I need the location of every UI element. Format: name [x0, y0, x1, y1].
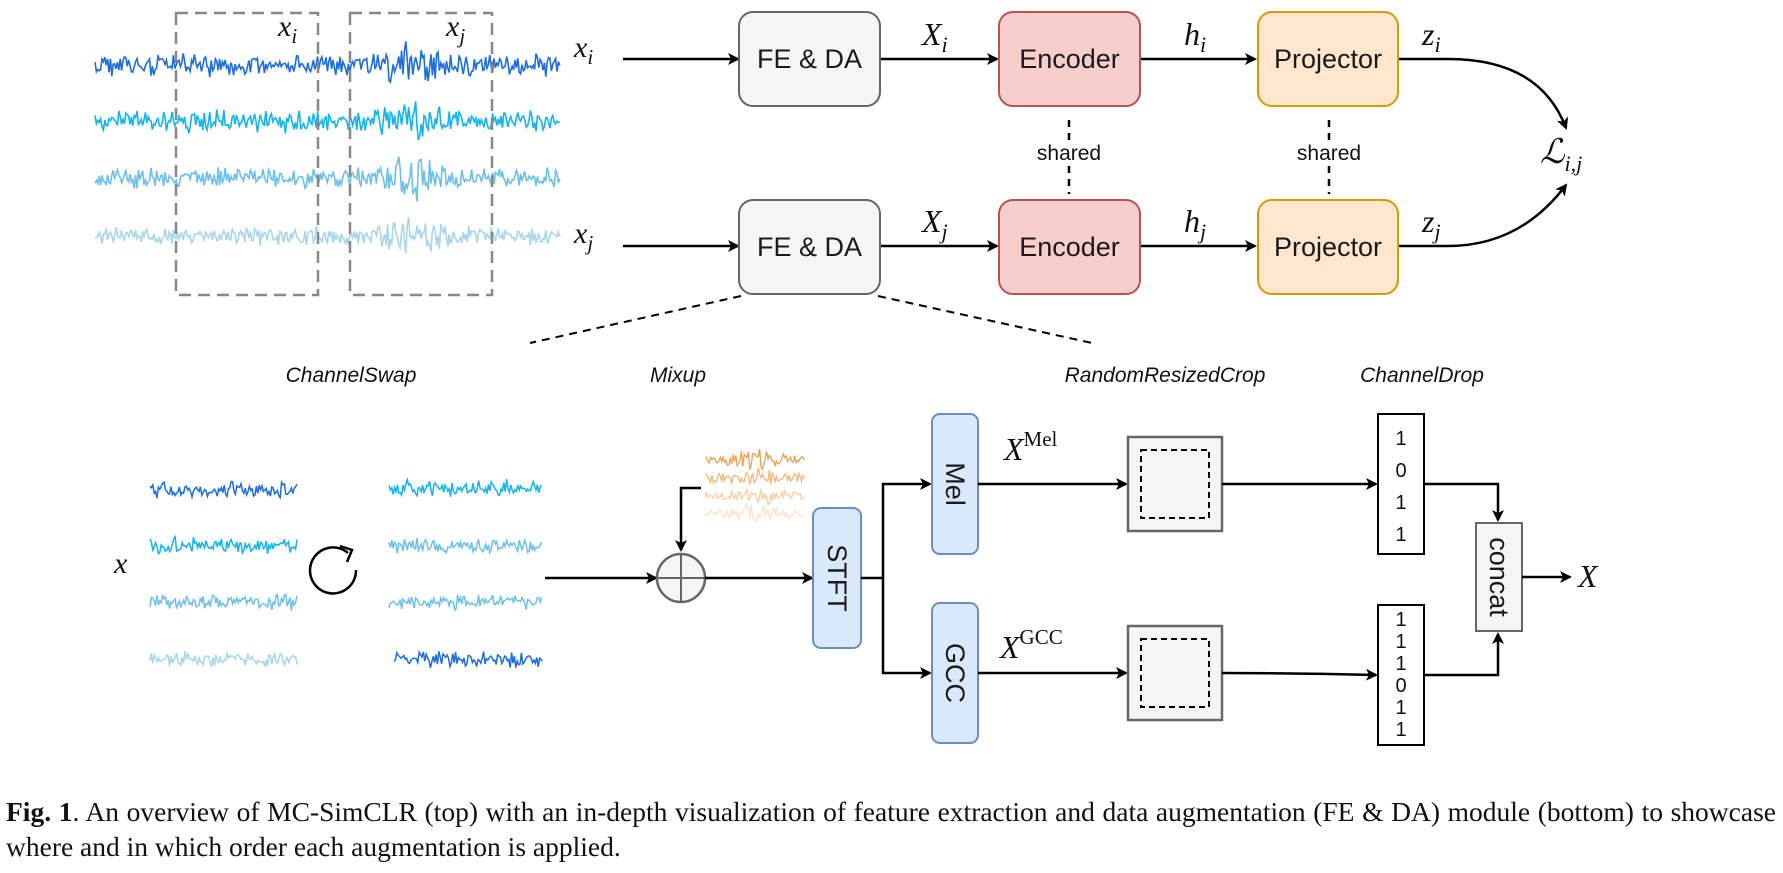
- mask-mel-bit-0: 1: [1395, 428, 1406, 450]
- caption-fig-label: Fig. 1: [6, 796, 73, 827]
- label-z-j: zj: [1421, 203, 1441, 244]
- crop-box-mel-inner: [1140, 449, 1210, 519]
- encoder-box-j-label: Encoder: [1019, 232, 1120, 262]
- label-h-i: hi: [1184, 16, 1206, 57]
- label-X-i: Xi: [920, 16, 948, 57]
- swap-before-channel-3: [149, 592, 298, 611]
- mask-gcc-bit-5: 1: [1395, 719, 1406, 741]
- swap-after-channel-2: [388, 537, 543, 556]
- waveform-channel-1: [94, 41, 561, 85]
- mask-gcc-bit-2: 1: [1395, 653, 1406, 675]
- projector-box-i-label: Projector: [1274, 44, 1382, 74]
- mask-gcc-bit-1: 1: [1395, 631, 1406, 653]
- waveform-channel-2: [94, 101, 561, 141]
- label-X-j: Xj: [920, 203, 948, 244]
- crop-box-mel: [1126, 435, 1224, 533]
- swap-after-channel-4: [393, 649, 543, 670]
- label-X-gcc: XGCC: [998, 625, 1063, 665]
- fe-da-box-i-label: FE & DA: [757, 44, 862, 74]
- encoder-box-i: [998, 11, 1141, 107]
- concat-box-label: concat: [1484, 537, 1514, 617]
- crop-label-j: xj: [445, 10, 465, 48]
- projector-box-j-label: Projector: [1274, 232, 1382, 262]
- mel-box-label: Mel: [940, 462, 970, 506]
- caption-text: . An overview of MC-SimCLR (top) with an…: [6, 796, 1776, 862]
- rotate-icon: [308, 546, 358, 595]
- mixup-channel-1: [705, 448, 805, 472]
- mask-gcc-bit-4: 1: [1395, 697, 1406, 719]
- mixup-channel-4: [704, 501, 805, 523]
- gcc-box-label: GCC: [940, 643, 970, 703]
- channel-swap-after: [388, 476, 543, 670]
- arrow-crop-to-mask-gcc: [1221, 668, 1378, 681]
- crop-window-j: [348, 11, 494, 297]
- swap-before-channel-1: [149, 479, 298, 500]
- input-label-j: xj: [573, 217, 593, 255]
- mask-box-mel: [1377, 413, 1425, 555]
- fe-da-box-j-label: FE & DA: [757, 232, 862, 262]
- mask-mel-bit-3: 1: [1395, 524, 1406, 546]
- fe-da-box-i: [738, 11, 881, 107]
- fe-da-box-j: [738, 199, 881, 295]
- mask-box-gcc: [1377, 604, 1425, 746]
- projector-box-j: [1257, 199, 1399, 295]
- shared-label-encoder: shared: [1037, 142, 1101, 165]
- output-label-X: X: [1576, 558, 1599, 594]
- waveform-channel-4: [94, 216, 561, 254]
- crop-box-gcc: [1126, 624, 1224, 722]
- label-X-mel: XMel: [1002, 427, 1058, 467]
- arrow-zj-to-loss: [1398, 183, 1568, 248]
- arrow-stft-to-mel: [861, 478, 932, 580]
- arrow-mask-gcc-to-concat: [1424, 632, 1504, 677]
- crop-label-i: xi: [277, 10, 297, 48]
- arrow-zi-to-loss: [1398, 57, 1569, 130]
- label-loss: ℒi,j: [1540, 134, 1582, 176]
- bottom-input-x: x: [113, 547, 128, 580]
- crop-window-i: [174, 11, 320, 297]
- waveform-channel-3: [94, 156, 561, 202]
- aug-label-channel-drop: ChannelDrop: [1360, 364, 1484, 387]
- mixup-channel-3: [704, 488, 805, 507]
- mixup-waveform: [704, 448, 805, 523]
- mask-mel-bit-1: 0: [1395, 460, 1406, 482]
- aug-label-channel-swap: ChannelSwap: [286, 364, 417, 387]
- input-waveforms: [94, 41, 561, 254]
- zoom-line-right: [877, 295, 1093, 344]
- arrow-mask-mel-to-concat: [1424, 482, 1504, 522]
- channel-swap-before: [149, 479, 298, 668]
- arrow-mixup-to-sum: [675, 486, 701, 552]
- mask-gcc-bit-3: 0: [1395, 675, 1406, 697]
- arrow-stft-to-gcc: [881, 578, 932, 679]
- zoom-line-left: [529, 295, 742, 344]
- label-z-i: zi: [1421, 16, 1441, 57]
- stft-box-label: STFT: [822, 544, 852, 612]
- shared-label-projector: shared: [1297, 142, 1361, 165]
- swap-after-channel-1: [388, 476, 543, 498]
- label-h-j: hj: [1184, 203, 1206, 244]
- figure-caption: Fig. 1. An overview of MC-SimCLR (top) w…: [6, 794, 1776, 864]
- mask-mel-bit-2: 1: [1395, 492, 1406, 514]
- swap-before-channel-2: [149, 534, 298, 556]
- rotate-icon-head: [339, 544, 354, 563]
- projector-box-i: [1257, 11, 1399, 107]
- input-label-i: xi: [573, 31, 593, 69]
- swap-after-channel-3: [388, 594, 543, 612]
- crop-box-gcc-inner: [1140, 638, 1210, 708]
- aug-label-random-resized-crop: RandomResizedCrop: [1065, 364, 1266, 387]
- aug-label-mixup: Mixup: [650, 364, 706, 387]
- mixup-channel-2: [704, 467, 805, 486]
- encoder-box-j: [998, 199, 1141, 295]
- swap-before-channel-4: [149, 650, 298, 668]
- mask-gcc-bit-0: 1: [1395, 609, 1406, 631]
- encoder-box-i-label: Encoder: [1019, 44, 1120, 74]
